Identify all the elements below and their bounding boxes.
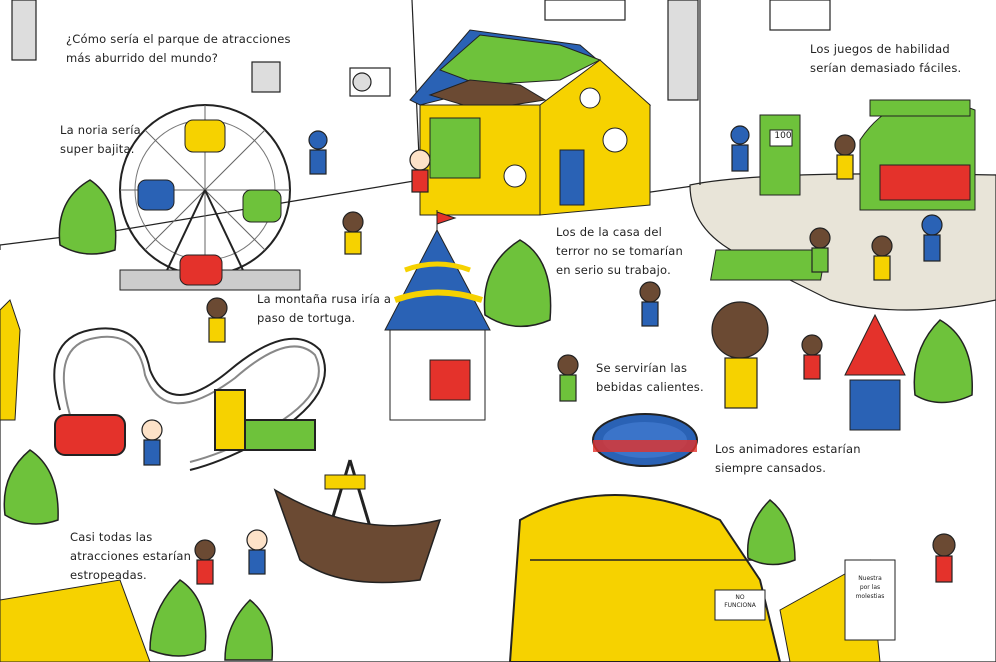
person (194, 539, 216, 585)
caption-boring-park: ¿Cómo sería el parque de atracciones más… (66, 32, 291, 65)
person (639, 281, 661, 327)
person (246, 529, 268, 575)
not-working-sign: NO FUNCIONA (724, 594, 756, 609)
caption-broken-rides: Casi todas las atracciones estarían estr… (70, 530, 192, 582)
caption-ferris-wheel: La noria sería super bajita. (60, 123, 141, 156)
haunted-house (409, 29, 652, 216)
person (557, 354, 579, 402)
person (871, 235, 893, 281)
caption-entertainers: Los animadores estarían siempre cansados… (715, 442, 861, 475)
person (932, 533, 956, 583)
caption-drinks: Se servirían las bebidas calientes. (596, 361, 704, 394)
caption-roller-coaster: La montaña rusa iría a paso de tortuga. (257, 292, 392, 325)
person (801, 334, 823, 380)
person (342, 211, 364, 255)
notice-sign: Nuestra por las molestias (855, 575, 885, 600)
basketball-score-sign: 100 (774, 131, 792, 141)
person (409, 149, 431, 193)
person (921, 214, 943, 262)
person (834, 134, 856, 180)
people (141, 125, 956, 585)
trees (3, 179, 973, 661)
person (206, 297, 228, 343)
person (308, 130, 328, 175)
fences (0, 299, 906, 662)
skill-games-booth (710, 99, 976, 281)
caption-haunted-house: Los de la casa del terror no se tomarían… (556, 225, 683, 277)
person (730, 125, 750, 172)
pirate-ship-ride (273, 459, 442, 584)
covered-broken-ride (508, 494, 782, 662)
person (141, 419, 163, 466)
ferris-wheel (119, 104, 301, 291)
caption-skill-games: Los juegos de habilidad serían demasiado… (810, 42, 962, 75)
person (711, 301, 769, 409)
roller-coaster (53, 327, 326, 471)
person (809, 227, 831, 273)
drinks-kiosk (384, 210, 491, 421)
back-wall (11, 0, 831, 185)
fountain (592, 413, 698, 467)
